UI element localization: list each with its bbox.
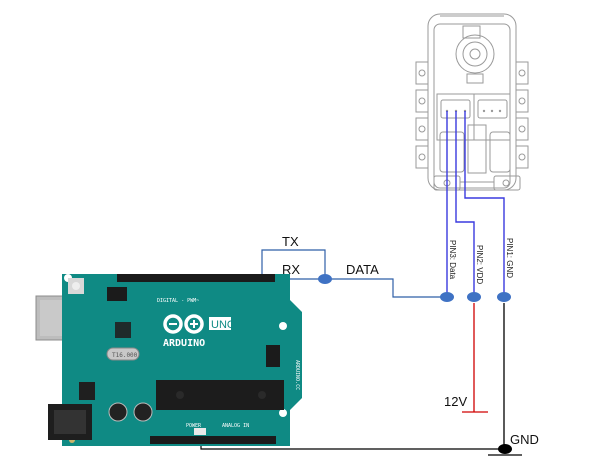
servo-top-slot	[462, 25, 481, 39]
icsp-header	[266, 345, 280, 367]
arduino-logo	[163, 314, 204, 334]
junction-gnd	[498, 444, 512, 454]
servo-motor	[415, 13, 529, 191]
arduino-uno-board: T16.000 UNO ARDUINO DIGITAL - PWM~ POWER…	[35, 274, 302, 446]
label-tx: TX	[282, 234, 299, 249]
digital-header-label: DIGITAL - PWM~	[157, 298, 199, 304]
gnd-pin	[194, 428, 206, 435]
label-data: DATA	[346, 262, 379, 277]
junction-pin3	[440, 292, 454, 302]
wire-pin2-vdd	[455, 111, 475, 297]
label-pin2-vdd: PIN2: VDD	[475, 245, 484, 284]
junctions	[318, 274, 511, 302]
label-pin1-gnd: PIN1: GND	[505, 238, 514, 278]
servo-side-lugs	[415, 61, 529, 169]
servo-connector-right	[477, 99, 508, 119]
wire-pin1-gnd	[464, 111, 505, 297]
crystal-label: T16.000	[112, 352, 138, 359]
junction-pin1	[497, 292, 511, 302]
analog-header-label: ANALOG IN	[222, 423, 249, 429]
servo-inner-frame	[433, 23, 511, 189]
site-label: ARDUINO.CC	[294, 360, 300, 390]
brand-label: ARDUINO	[163, 338, 205, 349]
power-header-label: POWER	[186, 423, 202, 429]
power-analog-header	[150, 436, 276, 444]
label-rx: RX	[282, 262, 300, 277]
label-12v: 12V	[444, 394, 467, 409]
servo-horn	[455, 34, 495, 74]
wire-tx	[261, 249, 326, 280]
wire-data	[325, 278, 447, 298]
servo-wires	[446, 111, 505, 297]
digital-header	[117, 274, 275, 282]
junction-txrx	[318, 274, 332, 284]
label-gnd: GND	[510, 432, 539, 447]
model-label: UNO	[211, 319, 236, 331]
junction-pin2	[467, 292, 481, 302]
label-pin3-data: PIN3: Data	[448, 240, 457, 280]
